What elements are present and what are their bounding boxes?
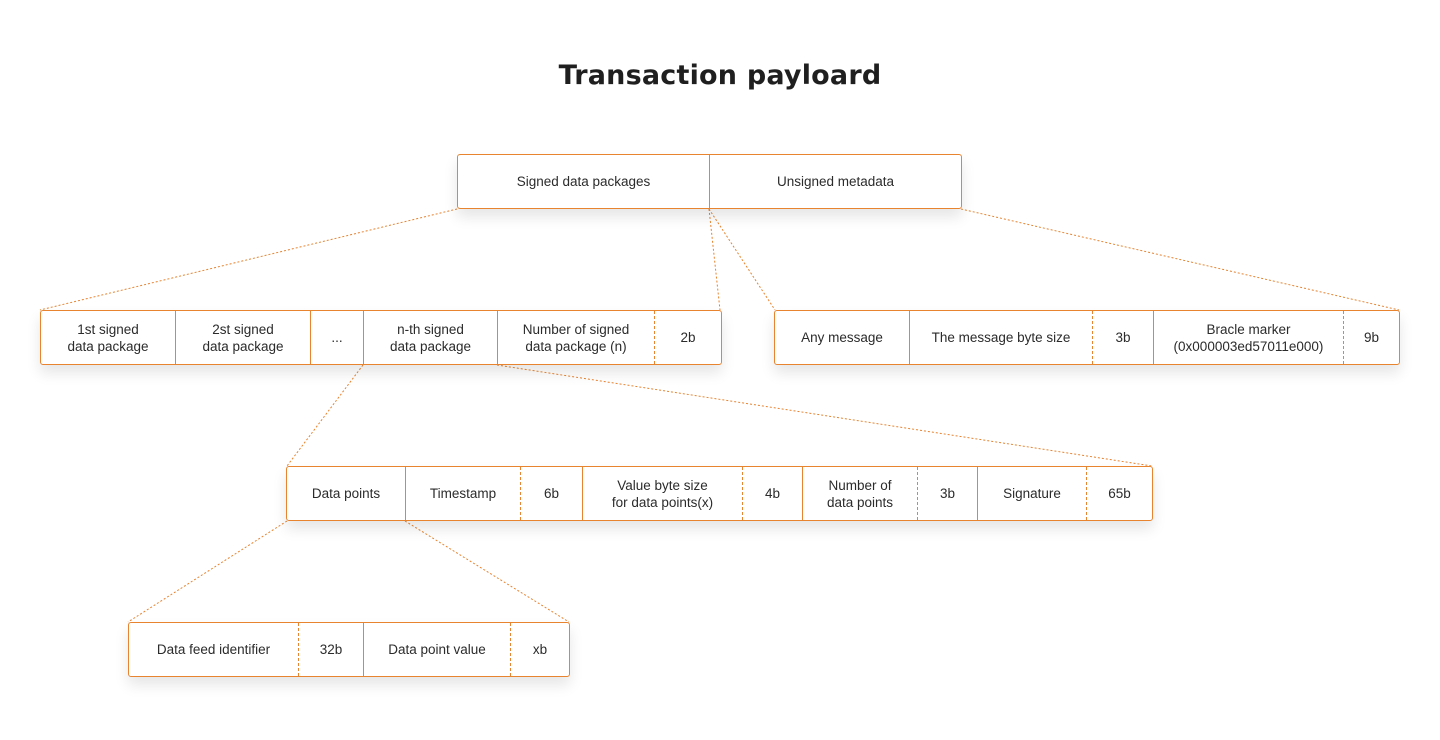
message-size-label-cell: The message byte size: [910, 311, 1093, 364]
connector-unsigned-left: [708, 208, 776, 311]
connector-datapoints-right: [404, 520, 570, 623]
feed-id-cell: Data feed identifier: [129, 623, 299, 676]
signed-data-packages-cell: Signed data packages: [458, 155, 710, 208]
first-package-cell: 1st signed data package: [41, 311, 176, 364]
signature-size-cell: 65b: [1108, 486, 1131, 501]
data-points-cell: Data points: [287, 467, 406, 520]
data-point-detail-box: Data feed identifier 32b Data point valu…: [128, 622, 570, 677]
data-point-count-size-cell: 3b: [918, 467, 978, 520]
marker-label-cell: Bracle marker (0x000003ed57011e000): [1154, 311, 1344, 364]
connector-unsigned-right: [960, 208, 1400, 311]
ellipsis-cell: ...: [311, 311, 364, 364]
diagram-title: Transaction payloard: [558, 60, 882, 91]
message-size-cell: 3b: [1093, 311, 1154, 364]
nth-package-cell: n-th signed data package: [364, 311, 498, 364]
value-size-cell: 4b: [743, 467, 803, 520]
data-point-value-size-cell: xb: [532, 642, 548, 657]
connector-signed-left: [39, 208, 458, 311]
package-count-cell: Number of signed data package (n): [498, 311, 655, 364]
package-count-size-cell: 2b: [680, 330, 696, 345]
connector-datapoints-left: [127, 520, 288, 623]
timestamp-cell: Timestamp: [406, 467, 521, 520]
payload-box: Signed data packages Unsigned metadata: [457, 154, 962, 209]
value-size-label-cell: Value byte size for data points(x): [583, 467, 743, 520]
package-detail-box: Data points Timestamp 6b Value byte size…: [286, 466, 1153, 521]
connector-signed-right: [708, 208, 721, 311]
feed-id-size-cell: 32b: [299, 623, 364, 676]
unsigned-metadata-cell: Unsigned metadata: [776, 174, 895, 189]
any-message-cell: Any message: [775, 311, 910, 364]
connector-nth-right: [496, 364, 1153, 467]
second-package-cell: 2st signed data package: [176, 311, 311, 364]
data-point-count-cell: Number of data points: [803, 467, 918, 520]
marker-size-cell: 9b: [1363, 330, 1380, 345]
data-point-value-cell: Data point value: [364, 623, 511, 676]
unsigned-metadata-box: Any message The message byte size 3b Bra…: [774, 310, 1400, 365]
signature-cell: Signature: [978, 467, 1087, 520]
timestamp-size-cell: 6b: [521, 467, 583, 520]
signed-packages-box: 1st signed data package 2st signed data …: [40, 310, 722, 365]
connector-nth-left: [286, 364, 364, 467]
